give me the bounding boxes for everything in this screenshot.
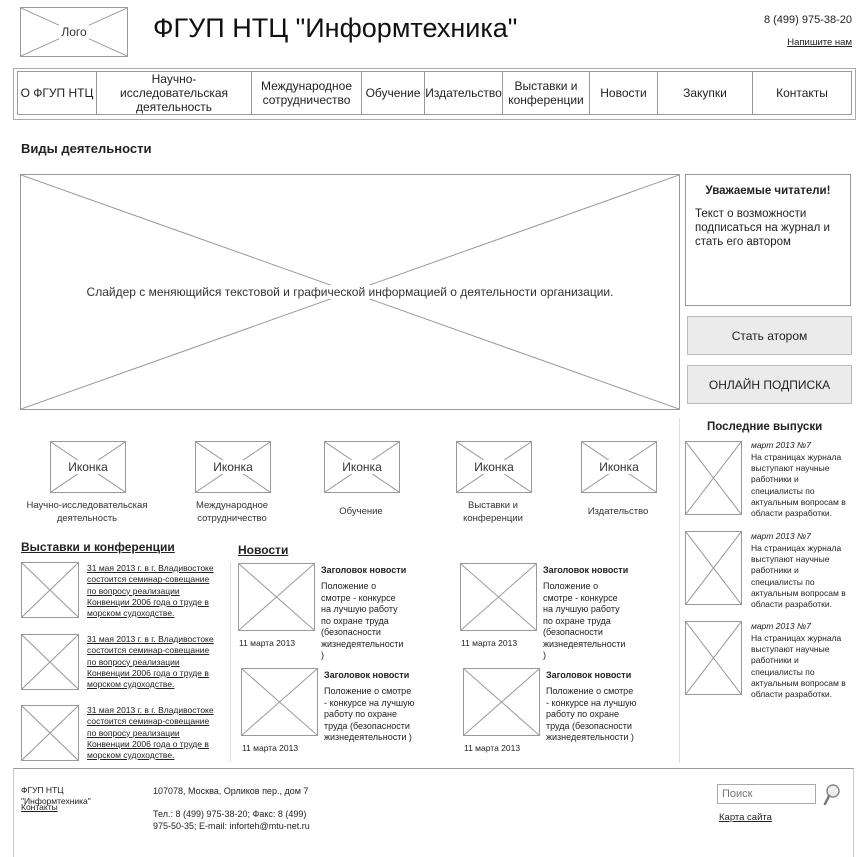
search-input[interactable]	[717, 784, 816, 804]
cover-placeholder-cross	[686, 532, 741, 604]
footer-address: 107078, Москва, Орликов пер., дом 7	[153, 786, 309, 796]
news-thumb[interactable]	[241, 668, 318, 736]
icon-label: Иконка	[472, 460, 516, 474]
icon-exhibitions[interactable]: Иконка	[456, 441, 532, 493]
readers-box: Уважаемые читатели! Текст о возможности …	[685, 174, 851, 306]
issue-title[interactable]: март 2013 №7	[751, 621, 811, 631]
right-column-divider	[679, 418, 680, 763]
issue-title[interactable]: март 2013 №7	[751, 440, 811, 450]
issue-text: На страницах журнала выступают научные р…	[751, 633, 846, 700]
news-date: 11 марта 2013	[461, 638, 518, 648]
icon-international[interactable]: Иконка	[195, 441, 271, 493]
news-date: 11 марта 2013	[242, 743, 299, 753]
issue-text: На страницах журнала выступают научные р…	[751, 543, 846, 610]
nav-item-research[interactable]: Научно-исследовательская деятельность	[96, 71, 252, 115]
news-title[interactable]: Новости	[238, 543, 289, 557]
site-title: ФГУП НТЦ "Информтехника"	[153, 13, 518, 43]
issue-cover[interactable]	[685, 441, 742, 515]
thumb-placeholder-cross	[464, 669, 539, 735]
footer-org: ФГУП НТЦ "Информтехника"	[21, 785, 91, 806]
header-phone: 8 (499) 975-38-20	[763, 14, 852, 26]
icon-label: Иконка	[211, 460, 255, 474]
icon-label: Иконка	[66, 460, 110, 474]
news-text: Положение о смотре - конкурсе на лучшую …	[321, 581, 404, 660]
nav-item-contacts[interactable]: Контакты	[752, 71, 852, 115]
cover-placeholder-cross	[686, 622, 741, 694]
news-date: 11 марта 2013	[239, 638, 296, 648]
become-author-button[interactable]: Стать атором	[687, 316, 852, 355]
cover-placeholder-cross	[686, 442, 741, 514]
logo[interactable]: Лого	[20, 7, 128, 57]
news-date: 11 марта 2013	[464, 743, 521, 753]
nav-item-about[interactable]: О ФГУП НТЦ	[17, 71, 97, 115]
exhibition-link[interactable]: 31 мая 2013 г. в г. Владивостоке состоит…	[87, 563, 214, 619]
activity-slider[interactable]: Слайдер с меняющийся текстовой и графиче…	[20, 174, 680, 410]
icon-label: Иконка	[597, 460, 641, 474]
online-subscription-button[interactable]: ОНЛАЙН ПОДПИСКА	[687, 365, 852, 404]
search-icon[interactable]	[822, 783, 842, 807]
icon-caption-research[interactable]: Научно-исследовательская деятельность	[26, 500, 148, 524]
main-nav: О ФГУП НТЦ Научно-исследовательская деят…	[13, 68, 856, 120]
issue-cover[interactable]	[685, 531, 742, 605]
exhibition-thumb[interactable]	[21, 562, 79, 618]
icon-publishing[interactable]: Иконка	[581, 441, 657, 493]
issues-title: Последние выпуски	[707, 421, 823, 433]
thumb-placeholder-cross	[22, 563, 78, 617]
nav-item-purchases[interactable]: Закупки	[657, 71, 753, 115]
news-thumb[interactable]	[463, 668, 540, 736]
nav-item-publishing[interactable]: Издательство	[424, 71, 503, 115]
logo-label: Лого	[59, 25, 89, 39]
news-thumb[interactable]	[238, 563, 315, 631]
readers-text: Текст о возможности подписаться на журна…	[695, 208, 830, 248]
icon-caption-international[interactable]: Международное сотрудничество	[195, 500, 269, 524]
exhibition-link[interactable]: 31 мая 2013 г. в г. Владивостоке состоит…	[87, 634, 214, 690]
news-text: Положение о смотре - конкурсе на лучшую …	[546, 686, 637, 742]
nav-item-education[interactable]: Обучение	[361, 71, 425, 115]
section-title: Виды деятельности	[21, 141, 152, 156]
footer	[13, 768, 854, 857]
news-headline[interactable]: Заголовок новости	[324, 670, 410, 680]
readers-title: Уважаемые читатели!	[705, 185, 831, 197]
news-text: Положение о смотре - конкурсе на лучшую …	[543, 581, 626, 660]
news-headline[interactable]: Заголовок новости	[546, 670, 632, 680]
news-headline[interactable]: Заголовок новости	[543, 565, 629, 575]
icon-label: Иконка	[340, 460, 384, 474]
thumb-placeholder-cross	[22, 706, 78, 760]
exhibition-thumb[interactable]	[21, 705, 79, 761]
thumb-placeholder-cross	[242, 669, 317, 735]
nav-item-exhibitions[interactable]: Выставки и конференции	[502, 71, 590, 115]
icon-caption-publishing[interactable]: Издательство	[587, 506, 649, 517]
exhibitions-title[interactable]: Выставки и конференции	[21, 540, 175, 554]
nav-item-news[interactable]: Новости	[589, 71, 658, 115]
icon-research[interactable]: Иконка	[50, 441, 126, 493]
news-headline[interactable]: Заголовок новости	[321, 565, 407, 575]
thumb-placeholder-cross	[461, 564, 536, 630]
footer-phones: Тел.: 8 (499) 975-38-20; Факс: 8 (499) 9…	[153, 809, 310, 831]
news-text: Положение о смотре - конкурсе на лучшую …	[324, 686, 415, 742]
exhibitions-divider	[230, 562, 231, 762]
issue-text: На страницах журнала выступают научные р…	[751, 452, 846, 519]
news-thumb[interactable]	[460, 563, 537, 631]
sitemap-link[interactable]: Карта сайта	[719, 812, 772, 823]
thumb-placeholder-cross	[239, 564, 314, 630]
issue-cover[interactable]	[685, 621, 742, 695]
slider-text: Слайдер с меняющийся текстовой и графиче…	[84, 285, 616, 299]
icon-caption-education[interactable]: Обучение	[339, 506, 383, 517]
footer-contacts-link[interactable]: Контакты	[21, 802, 58, 812]
exhibition-thumb[interactable]	[21, 634, 79, 690]
exhibition-link[interactable]: 31 мая 2013 г. в г. Владивостоке состоит…	[87, 705, 214, 761]
nav-item-international[interactable]: Международное сотрудничество	[251, 71, 362, 115]
write-us-link[interactable]: Напишите нам	[787, 37, 852, 48]
thumb-placeholder-cross	[22, 635, 78, 689]
icon-education[interactable]: Иконка	[324, 441, 400, 493]
icon-caption-exhibitions[interactable]: Выставки и конференции	[463, 500, 523, 524]
issue-title[interactable]: март 2013 №7	[751, 531, 811, 541]
